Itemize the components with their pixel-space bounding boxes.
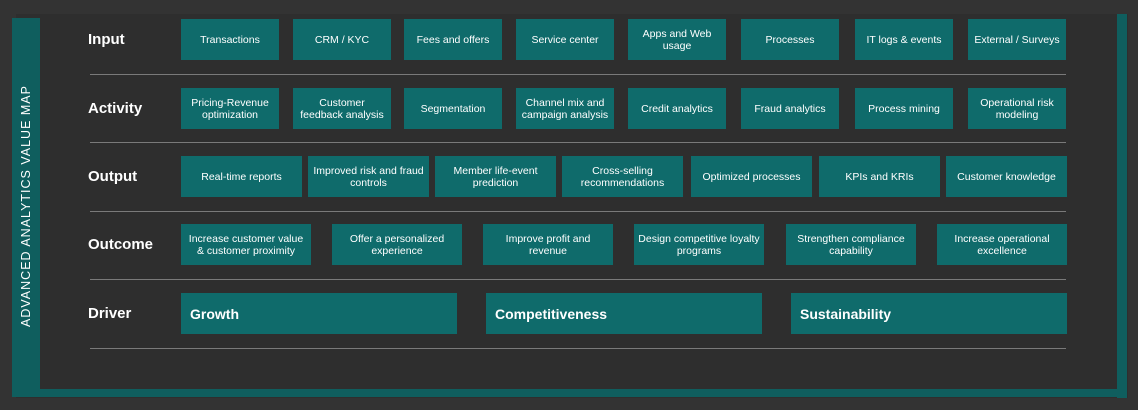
input-box: Transactions	[181, 19, 279, 60]
row-separator	[90, 211, 1066, 212]
input-box: CRM / KYC	[293, 19, 391, 60]
activity-box: Fraud analytics	[741, 88, 839, 129]
activity-box: Credit analytics	[628, 88, 726, 129]
driver-box-growth: Growth	[181, 293, 457, 334]
activity-box: Channel mix and campaign analysis	[516, 88, 614, 129]
row-label-activity: Activity	[88, 100, 143, 117]
outcome-box: Design competitive loyalty programs	[634, 224, 764, 265]
row-separator	[90, 142, 1066, 143]
activity-box: Segmentation	[404, 88, 502, 129]
input-box: Apps and Web usage	[628, 19, 726, 60]
right-border	[1117, 14, 1127, 398]
side-bar	[12, 18, 40, 394]
outcome-box: Increase customer value & customer proxi…	[181, 224, 311, 265]
side-title-container: ADVANCED ANALYTICS VALUE MAP	[12, 18, 40, 394]
row-separator	[90, 348, 1066, 349]
output-box: Customer knowledge	[946, 156, 1067, 197]
outcome-box: Improve profit and revenue	[483, 224, 613, 265]
row-label-outcome: Outcome	[88, 236, 154, 253]
bottom-border	[12, 389, 1127, 397]
row-label-driver: Driver	[88, 305, 132, 322]
input-box: Service center	[516, 19, 614, 60]
row-label-output: Output	[88, 168, 138, 185]
diagram-title: ADVANCED ANALYTICS VALUE MAP	[19, 85, 34, 327]
driver-box-sustainability: Sustainability	[791, 293, 1067, 334]
driver-box-competitiveness: Competitiveness	[486, 293, 762, 334]
input-box: External / Surveys	[968, 19, 1066, 60]
outcome-box: Increase operational excellence	[937, 224, 1067, 265]
input-box: IT logs & events	[855, 19, 953, 60]
row-separator	[90, 74, 1066, 75]
outcome-box: Offer a personalized experience	[332, 224, 462, 265]
input-box: Fees and offers	[404, 19, 502, 60]
output-box: KPIs and KRIs	[819, 156, 940, 197]
output-box: Optimized processes	[691, 156, 812, 197]
row-separator	[90, 279, 1066, 280]
activity-box: Process mining	[855, 88, 953, 129]
activity-box: Pricing-Revenue optimization	[181, 88, 279, 129]
output-box: Real-time reports	[181, 156, 302, 197]
activity-box: Customer feedback analysis	[293, 88, 391, 129]
diagram-panel	[16, 14, 1128, 398]
row-label-input: Input	[88, 31, 125, 48]
input-box: Processes	[741, 19, 839, 60]
activity-box: Operational risk modeling	[968, 88, 1066, 129]
outcome-box: Strengthen compliance capability	[786, 224, 916, 265]
output-box: Member life-event prediction	[435, 156, 556, 197]
output-box: Improved risk and fraud controls	[308, 156, 429, 197]
output-box: Cross-selling recommendations	[562, 156, 683, 197]
